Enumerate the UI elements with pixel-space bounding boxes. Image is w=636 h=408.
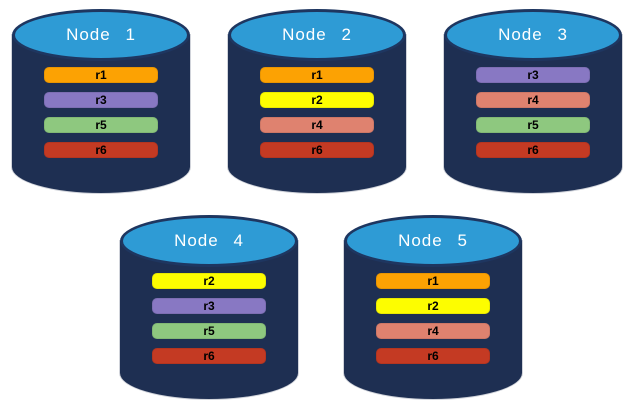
replica-bar-r2: r2	[376, 298, 490, 314]
replica-bar-r3: r3	[476, 67, 590, 83]
replica-label: r5	[203, 324, 215, 338]
replica-bar-r2: r2	[152, 273, 266, 289]
replica-label: r6	[311, 143, 323, 157]
replica-bar-r5: r5	[476, 117, 590, 133]
cylinder-top-ellipse: Node 2	[228, 9, 406, 61]
replica-bar-r5: r5	[152, 323, 266, 339]
replica-label: r3	[527, 68, 539, 82]
cylinder-top-ellipse: Node 1	[12, 9, 190, 61]
replica-bar-list: r3 r4 r5 r6	[444, 67, 622, 158]
cylinder-top-ellipse: Node 5	[344, 215, 522, 267]
node-title: Node 4	[174, 231, 244, 250]
replica-label: r1	[311, 68, 323, 82]
cylinder-top-ellipse: Node 3	[444, 9, 622, 61]
replica-bar-r6: r6	[476, 142, 590, 158]
replica-bar-r6: r6	[260, 142, 374, 158]
replica-bar-r4: r4	[260, 117, 374, 133]
replica-label: r6	[95, 143, 107, 157]
node-title: Node 5	[398, 231, 468, 250]
node-title: Node 2	[282, 25, 352, 44]
replica-label: r1	[95, 68, 107, 82]
replica-bar-r2: r2	[260, 92, 374, 108]
replica-bar-r4: r4	[476, 92, 590, 108]
replica-bar-r6: r6	[152, 348, 266, 364]
replica-label: r5	[527, 118, 539, 132]
replica-label: r3	[203, 299, 215, 313]
replica-bar-r5: r5	[44, 117, 158, 133]
replica-label: r4	[311, 118, 323, 132]
replica-bar-r1: r1	[260, 67, 374, 83]
replica-bar-r1: r1	[376, 273, 490, 289]
node-title: Node 3	[498, 25, 568, 44]
replica-bar-r3: r3	[44, 92, 158, 108]
replica-bar-r4: r4	[376, 323, 490, 339]
replica-bar-r6: r6	[376, 348, 490, 364]
node-cylinder-2: Node 2 r1 r2 r4 r6	[228, 9, 406, 193]
cylinder-body	[120, 241, 298, 399]
replica-label: r6	[527, 143, 539, 157]
node-cylinder-4: Node 4 r2 r3 r5 r6	[120, 215, 298, 399]
replica-label: r2	[203, 274, 215, 288]
node-cylinder-1: Node 1 r1 r3 r5 r6	[12, 9, 190, 193]
replica-label: r2	[311, 93, 323, 107]
replica-label: r3	[95, 93, 107, 107]
cylinder-body	[444, 35, 622, 193]
replica-label: r1	[427, 274, 439, 288]
cylinder-body	[228, 35, 406, 193]
replica-label: r6	[203, 349, 215, 363]
replica-bar-r6: r6	[44, 142, 158, 158]
replica-label: r5	[95, 118, 107, 132]
replica-label: r4	[527, 93, 539, 107]
replica-bar-list: r2 r3 r5 r6	[120, 273, 298, 364]
replica-label: r2	[427, 299, 439, 313]
replica-bar-r1: r1	[44, 67, 158, 83]
replica-label: r4	[427, 324, 439, 338]
node-cylinder-3: Node 3 r3 r4 r5 r6	[444, 9, 622, 193]
cylinder-body	[12, 35, 190, 193]
replica-bar-list: r1 r2 r4 r6	[344, 273, 522, 364]
replica-bar-r3: r3	[152, 298, 266, 314]
replica-bar-list: r1 r3 r5 r6	[12, 67, 190, 158]
replica-bar-list: r1 r2 r4 r6	[228, 67, 406, 158]
node-cylinder-5: Node 5 r1 r2 r4 r6	[344, 215, 522, 399]
node-title: Node 1	[66, 25, 136, 44]
cylinder-top-ellipse: Node 4	[120, 215, 298, 267]
cylinder-body	[344, 241, 522, 399]
replica-label: r6	[427, 349, 439, 363]
